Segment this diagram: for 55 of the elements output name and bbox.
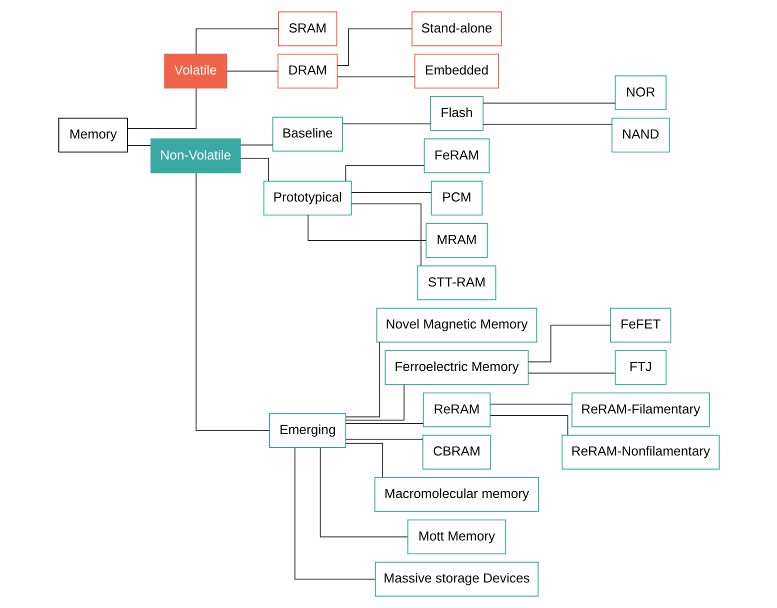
connector [489,415,568,436]
connector [307,214,426,241]
node-box: Prototypical [262,180,352,216]
connector [319,447,408,538]
connector [195,28,278,55]
connector [294,447,376,580]
connector [482,124,612,125]
node-box: Volatile [164,54,227,89]
node-box: NOR [614,75,666,110]
connector [344,384,404,421]
node-box: ReRAM [422,392,490,428]
connector [195,172,270,432]
node-box: Macromolecular memory [374,477,539,512]
node-box: Mott Memory [406,519,506,554]
connector [240,158,269,182]
connector [345,423,424,424]
node-box: Flash [429,96,484,131]
node-box: CBRAM [422,434,491,470]
node-box: Memory [58,118,128,153]
connector [345,438,423,440]
connector [527,324,610,362]
node-box: SRAM [277,11,337,46]
node-box: FTJ [614,350,666,385]
connector [345,342,380,418]
node-box: Ferroelectric Memory [384,350,528,385]
node-box: STT-RAM [416,265,496,300]
connector [482,102,616,104]
connector [126,145,151,146]
connector [350,192,432,193]
connector [240,144,273,146]
connector [226,70,278,72]
node-box: FeFET [610,308,671,343]
node-box: PCM [430,180,482,216]
connector [336,28,412,66]
connector [527,372,615,374]
node-box: Novel Magnetic Memory [376,308,537,343]
connector [126,88,196,129]
node-box: Emerging [268,413,346,448]
connector [344,165,424,182]
connector [344,442,382,478]
node-box: DRAM [277,54,338,89]
node-box: Stand-alone [411,11,502,46]
connector [490,404,572,405]
node-box: MRAM [425,223,488,258]
node-box: NAND [611,118,670,153]
node-box: Non-Volatile [150,138,240,174]
node-box: Embedded [414,54,499,89]
connector [350,203,421,266]
node-box: Massive storage Devices [374,562,538,597]
node-box: Baseline [272,116,342,152]
node-box: ReRAM-Nonfilamentary [561,434,720,470]
connector [342,123,430,124]
node-box: ReRAM-Filamentary [571,392,710,428]
node-box: FeRAM [423,138,490,174]
connector [336,76,415,78]
